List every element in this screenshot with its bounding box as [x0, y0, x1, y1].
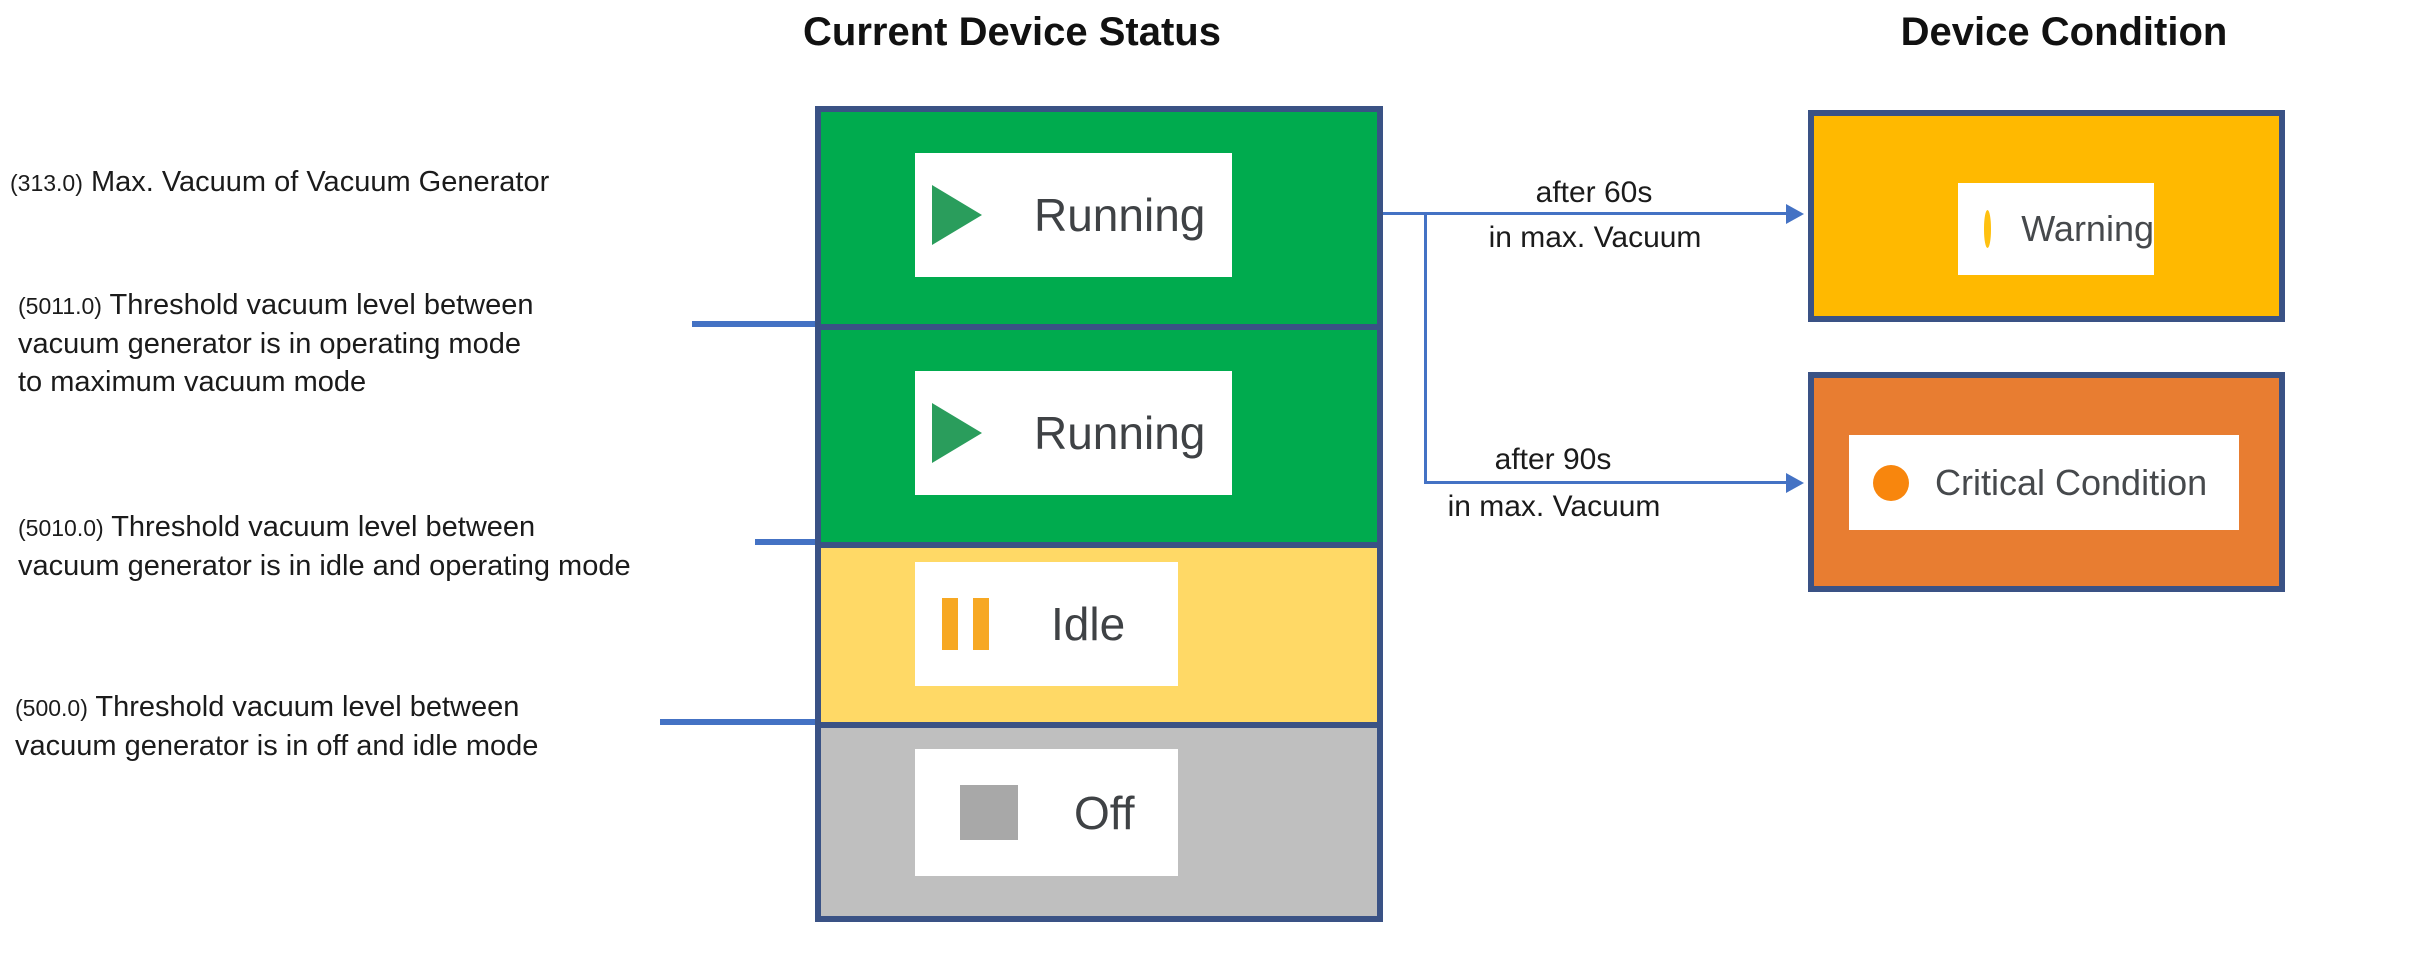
transition-connector-vertical — [1424, 212, 1427, 483]
status-column-title: Current Device Status — [803, 10, 1221, 54]
annotation-max-vacuum: (313.0) Max. Vacuum of Vacuum Generator — [10, 163, 549, 202]
segment-divider — [821, 324, 1377, 330]
annotation-prefix: (5010.0) — [18, 515, 104, 541]
status-badge-running-operating: Running — [915, 371, 1232, 495]
badge-label: Running — [1034, 189, 1206, 241]
transition-label-in-max-vacuum-critical: in max. Vacuum — [1447, 490, 1661, 523]
pause-icon — [942, 598, 989, 650]
status-column: Running Running Idle Off — [815, 106, 1383, 922]
status-segment-running-operating: Running — [821, 330, 1377, 542]
annotation-threshold-5011: (5011.0) Threshold vacuum level between … — [18, 286, 533, 401]
condition-badge-warning: Warning — [1958, 183, 2154, 275]
annotation-line: (500.0) Threshold vacuum level between — [15, 691, 520, 723]
transition-arrow-critical — [1424, 481, 1786, 484]
transition-arrow-warning — [1383, 212, 1786, 215]
arrowhead-warning — [1786, 204, 1804, 224]
play-icon — [932, 403, 982, 463]
annotation-line: vacuum generator is in idle and operatin… — [18, 550, 631, 582]
annotation-threshold-500: (500.0) Threshold vacuum level between v… — [15, 688, 538, 765]
warning-dot-icon — [1984, 210, 1992, 248]
status-segment-idle: Idle — [821, 548, 1377, 722]
threshold-line-500 — [660, 719, 821, 725]
critical-dot-icon — [1873, 464, 1909, 501]
status-badge-off: Off — [915, 749, 1178, 876]
condition-column-title: Device Condition — [1900, 10, 2228, 54]
annotation-line: (5010.0) Threshold vacuum level between — [18, 511, 536, 543]
segment-divider — [821, 722, 1377, 728]
annotation-prefix: (500.0) — [15, 695, 88, 721]
stop-icon — [960, 785, 1018, 840]
transition-label-after-90s: after 90s — [1494, 443, 1612, 476]
annotation-prefix: (5011.0) — [18, 293, 102, 319]
annotation-line: vacuum generator is in operating mode — [18, 328, 521, 360]
transition-label-in-max-vacuum-warning: in max. Vacuum — [1488, 221, 1702, 254]
badge-label: Idle — [1051, 598, 1126, 650]
badge-label: Off — [1074, 786, 1135, 839]
play-icon — [932, 185, 982, 245]
annotation-line: (5011.0) Threshold vacuum level between — [18, 289, 534, 321]
annotation-threshold-5010: (5010.0) Threshold vacuum level between … — [18, 508, 631, 585]
status-segment-running-max: Running — [821, 112, 1377, 324]
arrowhead-critical — [1786, 473, 1804, 493]
annotation-line: (313.0) Max. Vacuum of Vacuum Generator — [10, 166, 550, 198]
transition-label-after-60s: after 60s — [1535, 176, 1653, 209]
threshold-line-5011 — [692, 321, 821, 327]
annotation-line: to maximum vacuum mode — [18, 366, 367, 398]
condition-label: Warning — [2021, 208, 2154, 249]
badge-label: Running — [1034, 407, 1206, 459]
status-segment-off: Off — [821, 728, 1377, 916]
condition-label: Critical Condition — [1935, 461, 2208, 503]
annotation-line: vacuum generator is in off and idle mode — [15, 730, 539, 762]
threshold-line-5010 — [755, 539, 821, 545]
status-badge-running-max: Running — [915, 153, 1232, 277]
status-badge-idle: Idle — [915, 562, 1178, 686]
annotation-prefix: (313.0) — [10, 170, 83, 196]
condition-badge-critical: Critical Condition — [1849, 435, 2239, 530]
segment-divider — [821, 542, 1377, 548]
